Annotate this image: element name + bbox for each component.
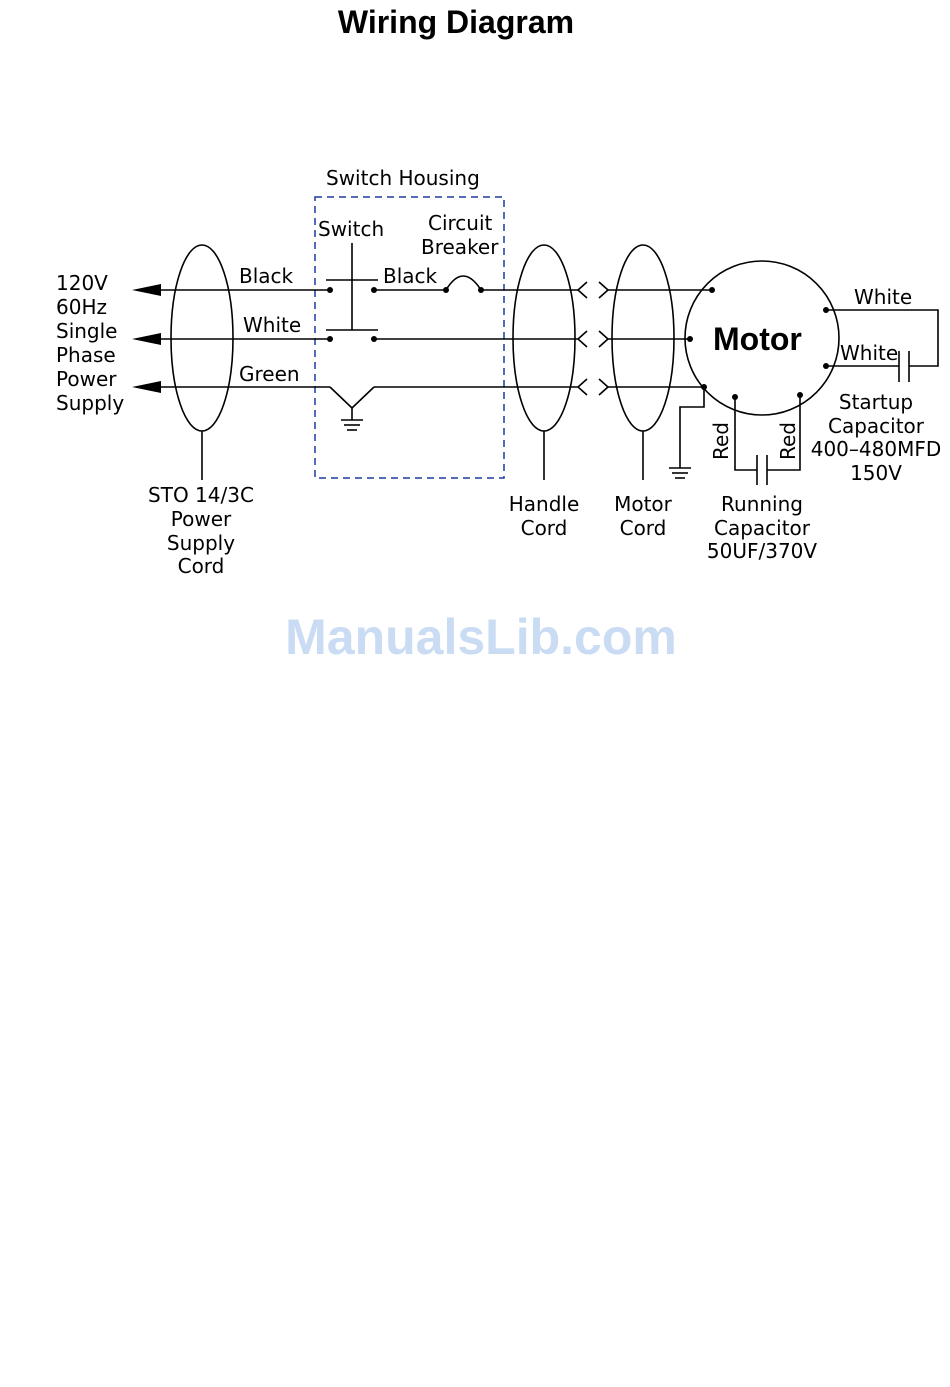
watermark: ManualsLib.com	[0, 608, 950, 666]
svg-text:Running: Running	[721, 492, 803, 516]
circuit-breaker-label: Circuit	[428, 211, 493, 235]
circuit-breaker-label: Breaker	[421, 235, 499, 259]
supply-label-line: 60Hz	[56, 295, 107, 319]
running-capacitor-label: Running Capacitor 50UF/370V	[707, 492, 818, 563]
cord-connectors	[578, 282, 608, 395]
startup-capacitor-label: Startup Capacitor 400–480MFD 150V	[811, 390, 942, 485]
svg-text:150V: 150V	[850, 461, 902, 485]
supply-label: 120V 60Hz Single Phase Power Supply	[56, 271, 124, 415]
supply-label-line: Phase	[56, 343, 116, 367]
wire-label-black-out: Black	[383, 264, 438, 288]
handle-cord-ellipse	[513, 245, 575, 431]
svg-text:Handle: Handle	[509, 492, 580, 516]
svg-text:Cord: Cord	[521, 516, 568, 540]
wire-label-red: Red	[776, 422, 800, 460]
wire-label-white-motor: White	[854, 285, 912, 309]
svg-text:400–480MFD: 400–480MFD	[811, 437, 942, 461]
svg-text:Capacitor: Capacitor	[714, 516, 811, 540]
startup-capacitor-symbol: White White	[826, 285, 938, 382]
supply-label-line: Single	[56, 319, 117, 343]
arrow-black	[132, 284, 161, 296]
svg-text:STO 14/3C: STO 14/3C	[148, 483, 254, 507]
svg-text:Capacitor: Capacitor	[828, 414, 925, 438]
arrow-white	[132, 333, 161, 345]
wire-label-white: White	[243, 313, 301, 337]
svg-text:Cord: Cord	[178, 554, 225, 578]
handle-cord-label: Handle Cord	[509, 492, 580, 540]
wiring-diagram: 120V 60Hz Single Phase Power Supply Swit…	[0, 0, 950, 700]
supply-label-line: 120V	[56, 271, 108, 295]
power-cord-label: STO 14/3C Power Supply Cord	[148, 483, 254, 578]
supply-label-line: Power	[56, 367, 117, 391]
supply-label-line: Supply	[56, 391, 124, 415]
svg-text:Motor: Motor	[614, 492, 673, 516]
switch-label: Switch	[318, 217, 384, 241]
wire-label-white-motor: White	[840, 341, 898, 365]
switch-symbol: Switch	[318, 217, 384, 342]
motor-cord-label: Motor Cord	[614, 492, 673, 540]
running-capacitor-symbol: Red Red	[709, 395, 800, 485]
motor-label: Motor	[713, 321, 802, 357]
switch-housing-label: Switch Housing	[326, 166, 480, 190]
svg-text:Cord: Cord	[620, 516, 667, 540]
wire-label-black: Black	[239, 264, 294, 288]
wire-label-green: Green	[239, 362, 300, 386]
power-cord-ellipse	[171, 245, 233, 431]
svg-text:50UF/370V: 50UF/370V	[707, 539, 818, 563]
ground-symbol-motor	[669, 387, 704, 478]
svg-text:Startup: Startup	[839, 390, 913, 414]
ground-symbol-switch	[330, 387, 374, 430]
motor-cord-ellipse	[612, 245, 674, 431]
wire-label-red: Red	[709, 422, 733, 460]
supply-arrows	[132, 284, 161, 393]
svg-text:Power: Power	[171, 507, 232, 531]
svg-text:Supply: Supply	[167, 531, 235, 555]
arrow-green	[132, 381, 161, 393]
motor-symbol: Motor	[685, 261, 839, 415]
